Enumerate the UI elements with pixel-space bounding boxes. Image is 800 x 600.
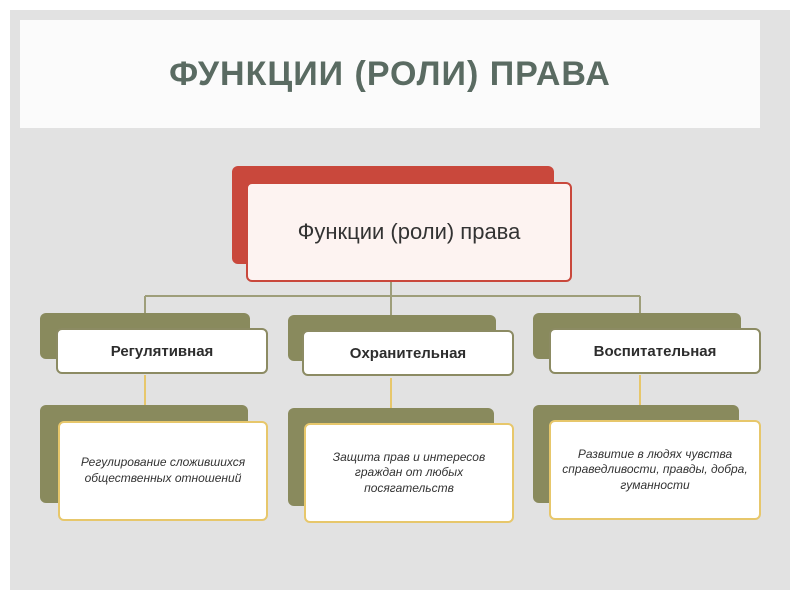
branch-2-description-text: Защита прав и интересов граждан от любых… — [332, 449, 486, 495]
branch-1-node: Регулятивная — [56, 328, 268, 374]
branch-3-description: Развитие в людях чувства справедливости,… — [549, 420, 761, 520]
branch-1-label: Регулятивная — [110, 342, 214, 360]
root-node: Функции (роли) права — [246, 182, 572, 282]
title-band: ФУНКЦИИ (РОЛИ) ПРАВА — [20, 20, 760, 128]
branch-3-description-text: Развитие в людях чувства справедливости,… — [562, 446, 748, 492]
branch-2-node: Охранительная — [302, 330, 514, 376]
branch-2-label: Охранительная — [349, 344, 467, 362]
branch-2-description: Защита прав и интересов граждан от любых… — [304, 423, 514, 523]
slide-title: ФУНКЦИИ (РОЛИ) ПРАВА — [169, 54, 611, 93]
branch-1-description-text: Регулирование сложившихся общественных о… — [80, 455, 246, 485]
root-node-label: Функции (роли) права — [297, 219, 521, 245]
branch-3-label: Воспитательная — [593, 342, 717, 360]
branch-3-node: Воспитательная — [549, 328, 761, 374]
branch-1-description: Регулирование сложившихся общественных о… — [58, 421, 268, 521]
